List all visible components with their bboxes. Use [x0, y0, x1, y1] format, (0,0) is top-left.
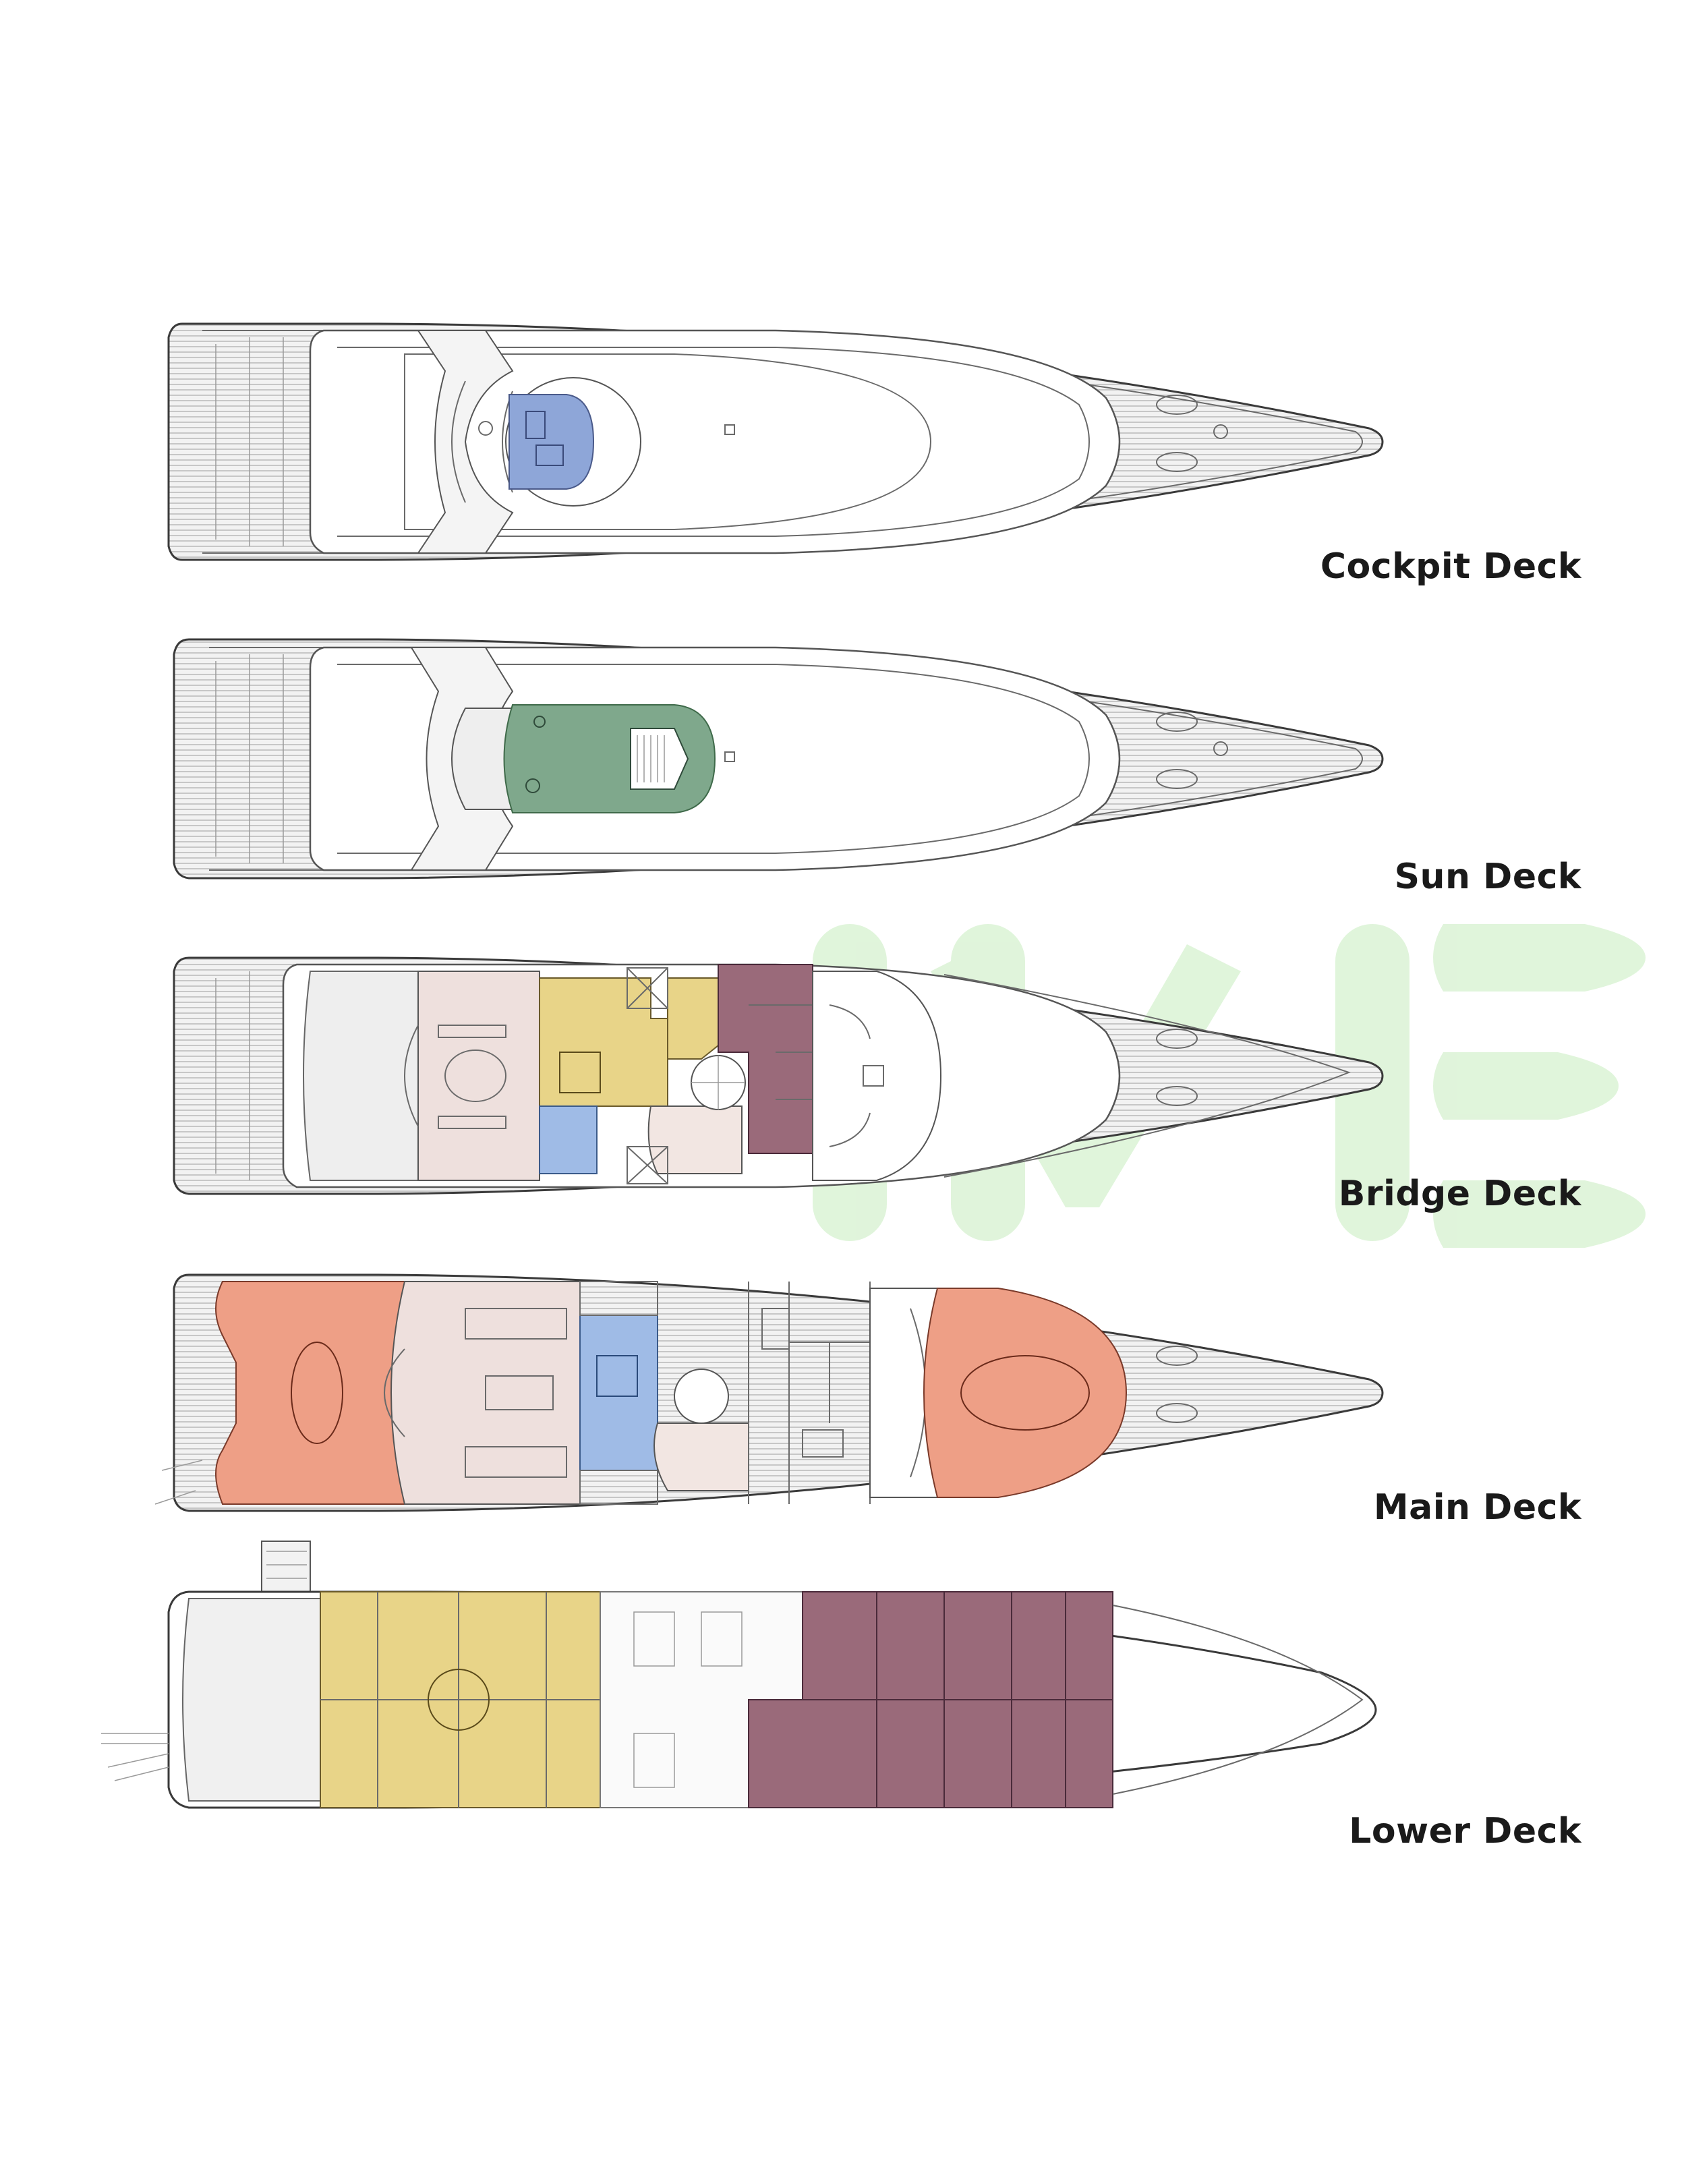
deck-label-cockpit: Cockpit Deck — [1320, 546, 1581, 587]
deck-bridge: Bridge Deck — [0, 951, 1686, 1234]
deck-main: Main Deck — [0, 1268, 1686, 1558]
deck-sun: Sun Deck — [0, 634, 1686, 911]
lower-deck-plan — [101, 1541, 1377, 1809]
cockpit-deck-plan — [167, 322, 1384, 561]
deck-label-main: Main Deck — [1373, 1487, 1581, 1528]
deck-lower: Lower Deck — [0, 1538, 1686, 1875]
deck-label-lower: Lower Deck — [1349, 1811, 1581, 1851]
bridge-deck-plan — [173, 956, 1384, 1195]
deck-label-sun: Sun Deck — [1394, 857, 1581, 897]
sun-deck-plan — [173, 638, 1384, 880]
deck-cockpit: Cockpit Deck — [0, 317, 1686, 600]
deck-label-bridge: Bridge Deck — [1338, 1174, 1581, 1214]
main-deck-plan — [154, 1273, 1384, 1512]
